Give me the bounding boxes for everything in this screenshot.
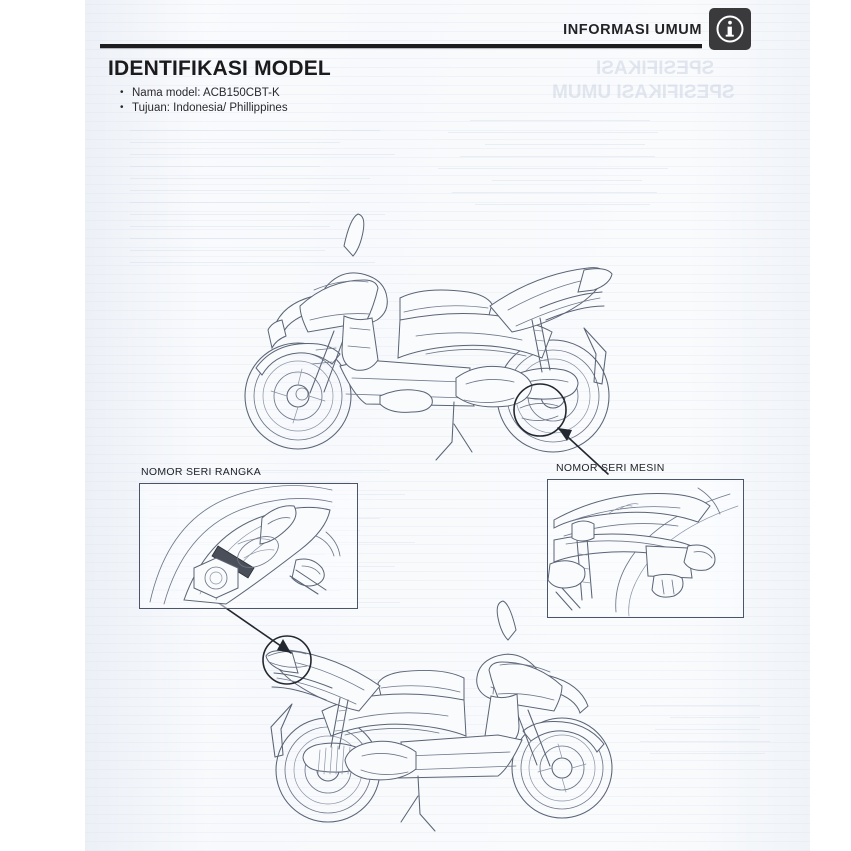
page-header-title: INFORMASI UMUM bbox=[563, 22, 702, 38]
page-title: IDENTIFIKASI MODEL bbox=[108, 57, 331, 80]
engine-serial-detail-art bbox=[547, 487, 739, 617]
header-rule bbox=[100, 44, 702, 49]
info-icon bbox=[709, 8, 751, 50]
scan-shadow-left bbox=[85, 0, 205, 851]
scooter-right-view bbox=[262, 600, 613, 832]
engine-serial-box bbox=[547, 479, 744, 618]
engine-serial-label: NOMOR SERI MESIN bbox=[556, 462, 665, 474]
list-item: Nama model: ACB150CBT-K bbox=[120, 85, 288, 101]
list-item: Tujuan: Indonesia/ Phillippines bbox=[120, 100, 288, 116]
scooter-left-view bbox=[244, 213, 613, 475]
scan-shadow-right bbox=[690, 0, 810, 851]
model-info-list: Nama model: ACB150CBT-K Tujuan: Indonesi… bbox=[120, 85, 288, 116]
frame-serial-detail-art bbox=[149, 485, 341, 605]
frame-serial-box bbox=[139, 483, 358, 609]
frame-serial-label: NOMOR SERI RANGKA bbox=[141, 466, 262, 478]
